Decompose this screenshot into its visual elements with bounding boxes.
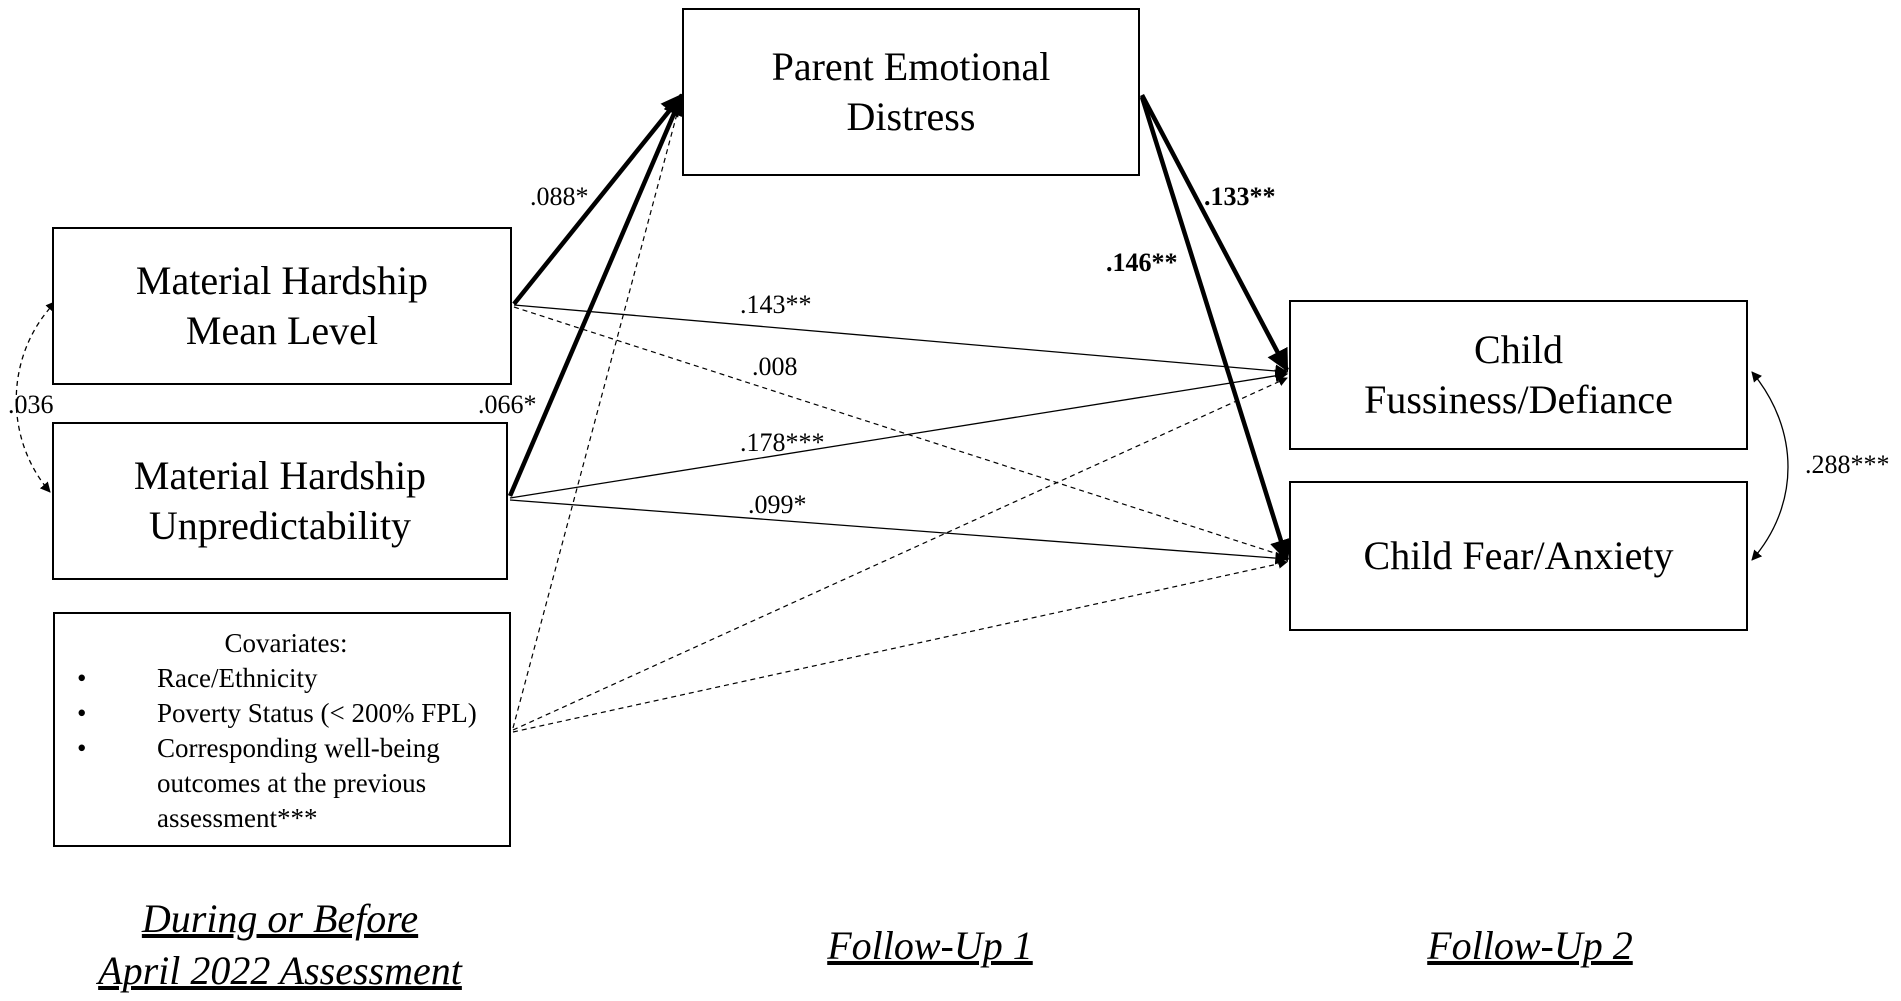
path-mean-to-fear [513, 306, 1288, 559]
covariate-item: Corresponding well-being outcomes at the… [77, 731, 495, 836]
wave-label-line: During or Before [141, 896, 419, 941]
node-material-hardship-unpredictability: Material Hardship Unpredictability [52, 422, 508, 580]
coef-parent-to-fussiness: .133** [1204, 182, 1276, 211]
node-label-line: Material Hardship [135, 258, 429, 303]
path-parent-to-fear [1139, 96, 1292, 563]
path-mean-to-parent [512, 93, 684, 306]
node-parent-emotional-distress: Parent Emotional Distress [682, 8, 1140, 176]
node-child-fear-anxiety: Child Fear/Anxiety [1289, 481, 1748, 631]
node-material-hardship-mean-level: Material Hardship Mean Level [52, 227, 512, 385]
coef-fussiness-fear-covariance: .288*** [1805, 450, 1890, 479]
path-parent-to-fussiness [1140, 93, 1289, 372]
wave-label-follow-up-2: Follow-Up 2 [1427, 923, 1633, 968]
node-label-line: Mean Level [185, 308, 379, 353]
node-label-line: Fussiness/Defiance [1364, 377, 1673, 422]
node-label-line: Unpredictability [148, 503, 412, 548]
node-label-line: Distress [846, 94, 976, 139]
coef-mean-to-fear: .008 [752, 352, 798, 381]
path-mean-to-fussiness [513, 304, 1289, 378]
coef-mean-to-parent: .088* [530, 182, 589, 211]
covariate-item: Race/Ethnicity [77, 661, 495, 696]
coef-mean-to-fussiness: .143** [740, 290, 812, 319]
coef-parent-to-fear: .146** [1106, 248, 1178, 277]
path-cov-to-fussiness [512, 377, 1288, 731]
wave-label-line: April 2022 Assessment [98, 948, 462, 993]
covariate-item: Poverty Status (< 200% FPL) [77, 696, 495, 731]
wave-label-follow-up-1: Follow-Up 1 [827, 923, 1033, 968]
path-unpred-to-parent [507, 92, 685, 497]
node-label-line: Child [1474, 327, 1563, 372]
covariates-list: Race/Ethnicity Poverty Status (< 200% FP… [77, 661, 495, 836]
node-child-fussiness-defiance: Child Fussiness/Defiance [1289, 300, 1748, 450]
path-cov-to-fear [512, 559, 1288, 733]
path-unpred-to-fear [509, 499, 1289, 565]
path-cov-to-parent [512, 94, 683, 729]
node-covariates: Covariates: Race/Ethnicity Poverty Statu… [53, 612, 511, 847]
coef-unpred-to-fussiness: .178*** [740, 428, 825, 457]
covariates-title: Covariates: [224, 628, 348, 658]
node-label-line: Child Fear/Anxiety [1363, 533, 1674, 578]
node-label-line: Material Hardship [133, 453, 427, 498]
covariance-fussiness-fear [1751, 371, 1789, 561]
covariance-mean-unpred [15, 300, 57, 493]
coef-unpred-to-parent: .066* [478, 390, 537, 419]
coef-unpred-to-fear: .099* [748, 490, 807, 519]
coef-mean-unpred-covariance: .036 [8, 390, 54, 419]
wave-label-baseline: During or Before April 2022 Assessment [60, 893, 500, 997]
path-unpred-to-fussiness [509, 369, 1289, 499]
node-label-line: Parent Emotional [771, 44, 1051, 89]
